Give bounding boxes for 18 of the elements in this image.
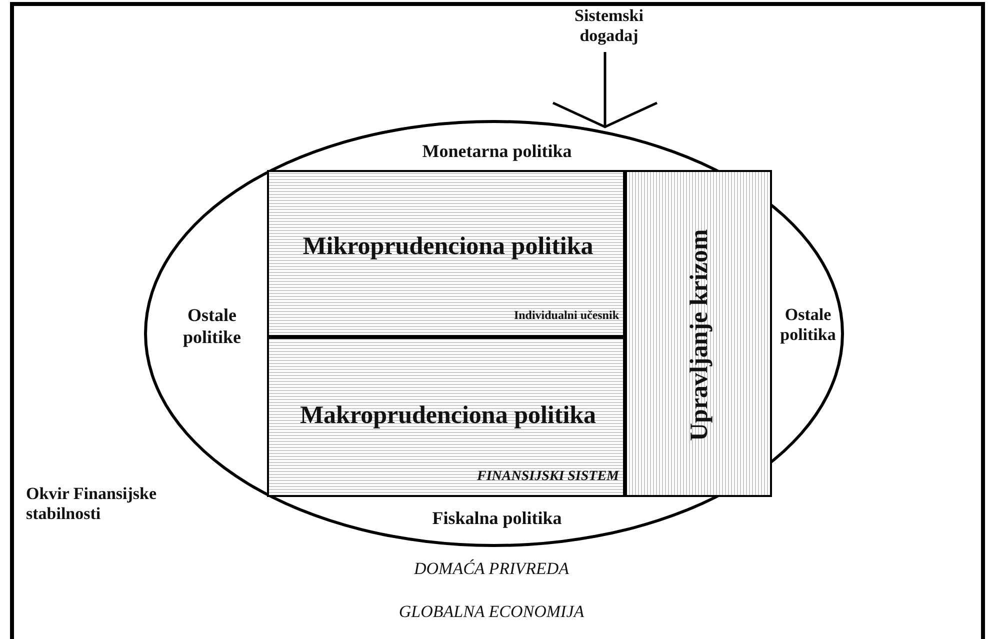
policy-box xyxy=(267,337,625,497)
policy-label: Fiskalna politika xyxy=(431,508,563,530)
chevron-arrow xyxy=(552,52,658,128)
crisis-box xyxy=(625,170,772,497)
framework-frame xyxy=(10,2,985,639)
region-label: DOMAĆA PRIVREDA xyxy=(412,559,570,580)
policy-box xyxy=(267,170,625,337)
policy-label: Ostale politike xyxy=(182,305,242,348)
box-title: Mikroprudenciona politika xyxy=(302,232,594,262)
box-title: Makroprudenciona politika xyxy=(298,401,598,431)
event-label: Sistemski dogadaj xyxy=(574,6,644,47)
frame-title: Okvir Finansijske stabilnosti xyxy=(26,484,158,525)
box-title: Upravljanje krizom xyxy=(685,228,714,444)
policy-label: Ostale politika xyxy=(779,305,837,346)
box-subtitle: Individualni učesnik xyxy=(512,308,619,322)
region-label: GLOBALNA ECONOMIJA xyxy=(398,602,586,622)
box-subtitle: FINANSIJSKI SISTEM xyxy=(476,469,619,486)
policy-label: Monetarna politika xyxy=(421,141,573,163)
